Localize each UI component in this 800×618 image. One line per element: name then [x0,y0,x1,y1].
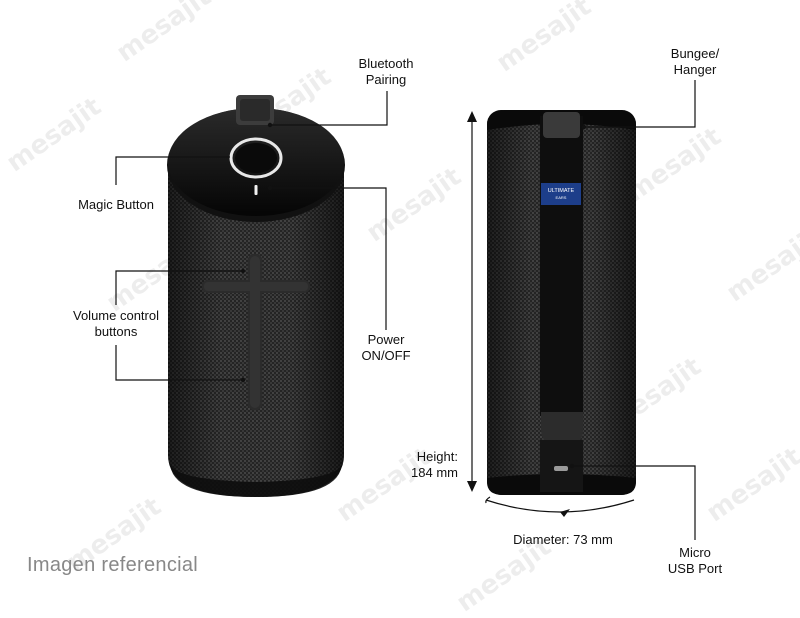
label-diameter: Diameter: 73 mm [513,532,613,547]
label-line: Pairing [365,72,407,87]
speaker-front-view [167,95,345,497]
label-line: 184 mm [411,465,458,480]
label-line: Bungee/ [670,46,720,61]
bungee-strap [540,116,583,416]
label-line: ON/OFF [361,348,411,363]
label-volume-control: Volume control buttons [55,308,177,340]
diagram-canvas: ULTIMATE EARS [115,80,696,540]
magic-button [229,137,283,179]
label-bungee-hanger: Bungee/ Hanger [660,46,730,78]
label-micro-usb: Micro USB Port [660,545,730,577]
label-line: Height: [416,449,458,464]
label-magic-button: Magic Button [78,197,154,212]
diameter-arrow [485,496,635,517]
footer-caption: Imagen referencial [27,554,199,576]
micro-usb-port [554,466,568,471]
label-line: Hanger [673,62,717,77]
leader-dots [240,122,587,469]
label-height: Height: 184 mm [398,449,458,481]
label-line: Bluetooth [358,56,414,71]
label-line: Volume control [73,308,159,323]
label-power: Power ON/OFF [355,332,417,364]
label-line: Micro [679,545,711,560]
label-line: USB Port [667,561,723,576]
height-arrow [467,111,477,492]
badge-text-line-2: EARS [556,195,567,200]
ultimate-ears-badge [541,183,581,205]
leader-lines [115,80,696,540]
power-button [254,185,258,195]
speaker-back-view: ULTIMATE EARS [487,110,636,495]
label-line: Power [367,332,405,347]
label-bluetooth-pairing: Bluetooth Pairing [350,56,422,88]
label-line: buttons [94,324,138,339]
badge-text-line-1: ULTIMATE [548,188,575,194]
